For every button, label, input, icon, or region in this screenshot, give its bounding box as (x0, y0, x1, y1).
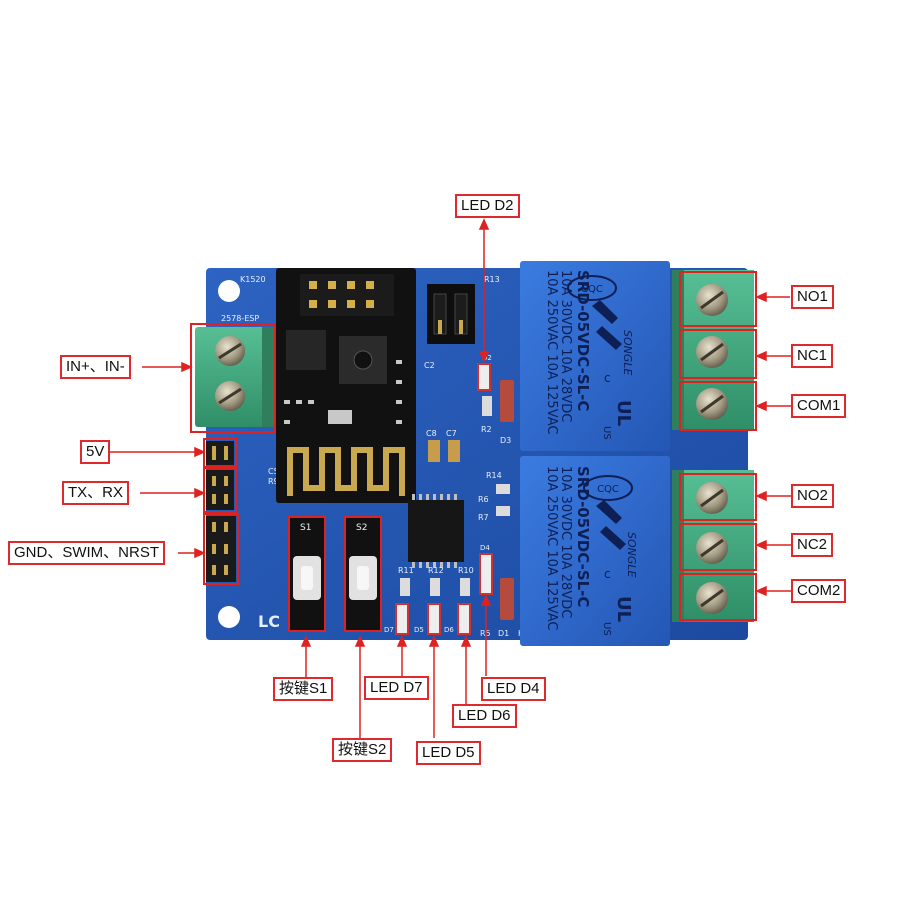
callout-com1: COM1 (791, 394, 847, 418)
relay1-ul: UL (613, 400, 634, 426)
resistor-r10 (460, 578, 470, 596)
callout-no2: NO2 (791, 484, 834, 508)
resistor-r12 (430, 578, 440, 596)
silk-c8: C8 (426, 429, 437, 438)
silk-r2: R2 (481, 425, 492, 434)
silk-r7: R7 (478, 513, 489, 522)
button-s1 (288, 516, 326, 632)
relay-1: CQC 10A 250VAC 10A 125VAC 10A 30VDC 10A … (520, 261, 670, 451)
jumper-block (427, 284, 475, 344)
silk-lc: LC (258, 612, 280, 631)
silk-r13: R13 (484, 275, 500, 284)
relay1-brand: SONGLE (621, 330, 634, 376)
pin-header-5v (206, 441, 234, 465)
cap-c8 (428, 440, 440, 462)
relay1-us: US (601, 426, 612, 440)
silk-d3: D3 (500, 436, 511, 445)
led-d2 (477, 363, 491, 391)
silk-s2: S2 (356, 523, 367, 533)
resistor-r11 (400, 578, 410, 596)
silk-d1: D1 (498, 629, 509, 638)
resistor-r7 (496, 506, 510, 516)
mount-hole-bottom-left (218, 606, 240, 628)
silk-r11: R11 (398, 566, 414, 575)
relay1-cqc: CQC (581, 284, 603, 295)
callout-led-d2: LED D2 (455, 194, 520, 218)
callout-button-s1: 按键S1 (273, 677, 334, 701)
relay2-brand: SONGLE (625, 532, 638, 578)
relay2-model: SRD-05VDC-SL-C (574, 466, 592, 607)
output-terminals-relay1 (672, 270, 757, 431)
silk-c7: C7 (446, 429, 457, 438)
resistor-r6 (496, 484, 510, 494)
silk-d4: D4 (480, 544, 490, 552)
output-terminals-relay2 (672, 470, 757, 622)
silk-r12: R12 (428, 566, 444, 575)
silk-c5: C5 (268, 467, 279, 476)
silk-r6: R6 (478, 495, 489, 504)
relay-2: CQC 10A 250VAC 10A 125VAC 10A 30VDC 10A … (520, 456, 670, 646)
diode-d3 (500, 380, 514, 422)
input-terminal-block (195, 327, 276, 427)
relay1-line1: 10A 250VAC 10A 125VAC (544, 270, 559, 435)
relay1-c: c (604, 371, 611, 385)
silk-k1520: K1520 (240, 275, 266, 284)
led-d6 (457, 603, 471, 635)
resistor-r2 (482, 396, 492, 416)
highlight-in-terminal (190, 323, 276, 433)
relay2-ul: UL (613, 596, 634, 622)
diode-d1 (500, 578, 514, 620)
mount-hole-top-left (218, 280, 240, 302)
silk-d7: D7 (384, 626, 394, 634)
callout-led-d7: LED D7 (364, 676, 429, 700)
relay1-line2: 10A 30VDC 10A 28VDC (558, 270, 573, 422)
silk-d2: D2 (482, 354, 492, 362)
callout-txrx: TX、RX (62, 481, 130, 505)
callout-com2: COM2 (791, 579, 847, 603)
callout-no1: NO1 (791, 285, 834, 309)
silk-r10: R10 (458, 566, 474, 575)
silk-d5: D5 (414, 626, 424, 634)
callout-button-s2: 按键S2 (332, 738, 393, 762)
relay2-line2: 10A 30VDC 10A 28VDC (558, 466, 573, 618)
callout-nc2: NC2 (791, 533, 834, 557)
silk-r9: R9 (268, 477, 279, 486)
callout-led-d4: LED D4 (481, 677, 546, 701)
led-d7 (395, 603, 409, 635)
callout-led-d5: LED D5 (416, 741, 481, 765)
relay2-line1: 10A 250VAC 10A 125VAC (544, 466, 559, 631)
silk-s1: S1 (300, 523, 311, 533)
esp01-module (276, 268, 416, 503)
silk-esp: 2578-ESP (221, 314, 259, 323)
silk-c2: C2 (424, 361, 435, 370)
silk-d6: D6 (444, 626, 454, 634)
cap-c7 (448, 440, 460, 462)
callout-nc1: NC1 (791, 344, 834, 368)
leader-lines (110, 218, 792, 738)
highlight-txrx (203, 467, 237, 513)
relay2-us: US (601, 622, 612, 636)
button-s2 (344, 516, 382, 632)
callout-led-d6: LED D6 (452, 704, 517, 728)
callout-5v: 5V (80, 440, 111, 464)
relay2-c: c (604, 567, 611, 581)
mcu-chip (408, 494, 464, 568)
led-d5 (427, 603, 441, 635)
callout-gnd-swim-nrst: GND、SWIM、NRST (8, 541, 165, 565)
callout-in-power: IN+、IN- (60, 355, 131, 379)
relay2-cqc: CQC (597, 484, 619, 495)
pin-header-gnd-swim-nrst (206, 516, 236, 582)
led-d4 (479, 553, 493, 595)
silk-r14: R14 (486, 471, 502, 480)
highlight-gnd (203, 513, 239, 585)
relay1-model: SRD-05VDC-SL-C (574, 270, 592, 411)
pin-header-txrx (206, 470, 234, 510)
